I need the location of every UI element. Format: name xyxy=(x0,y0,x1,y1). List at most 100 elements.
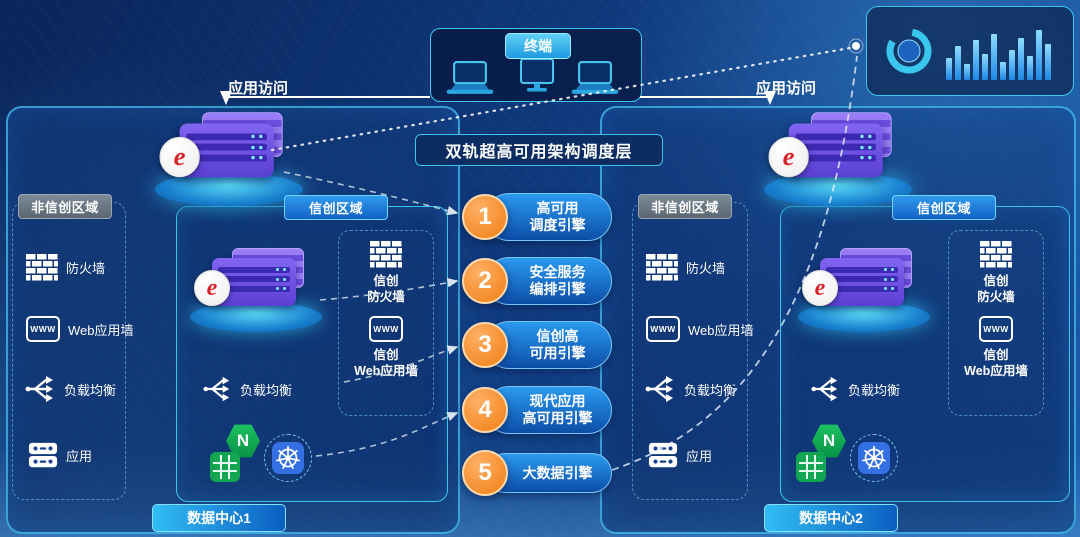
bar xyxy=(991,34,997,80)
dc1-xc-security-box: 信创 防火墙 WWW 信创 Web应用墙 xyxy=(338,230,434,416)
monitor-icon xyxy=(517,57,557,95)
engine-1-number: 1 xyxy=(462,194,508,240)
dc2-xc-waf-group: WWW 信创 Web应用墙 xyxy=(949,315,1043,380)
application-icon xyxy=(28,440,58,470)
terminal-label: 终端 xyxy=(505,33,571,59)
server-cluster: e xyxy=(764,110,912,209)
vendor-logo: e xyxy=(159,136,200,178)
load-balancer-icon xyxy=(644,373,676,405)
item-label: 应用 xyxy=(686,448,713,464)
bar xyxy=(973,40,979,80)
server-slot xyxy=(826,266,898,273)
dc2-waf-item: WWW Web应用墙 xyxy=(646,312,754,346)
dc2-xc-zone-badge: 信创区域 xyxy=(892,195,996,220)
item-label: 防火墙 xyxy=(66,260,106,276)
www-icon: WWW xyxy=(979,315,1013,342)
bar xyxy=(946,58,952,80)
bar xyxy=(1000,62,1006,80)
bar xyxy=(1009,50,1015,80)
bar xyxy=(1027,56,1033,80)
server-slot xyxy=(186,132,267,140)
engine-2-number: 2 xyxy=(462,258,508,304)
xc-server-cluster: e xyxy=(190,246,322,334)
platform-glow xyxy=(190,302,322,332)
engine-1: 1 高可用 调度引擎 xyxy=(462,193,612,241)
database-grid-icon xyxy=(796,452,826,482)
engine-4: 4 现代应用 高可用引擎 xyxy=(462,386,612,434)
item-label: 防火墙 xyxy=(686,260,726,276)
engine-5: 5 大数据引擎 xyxy=(462,450,612,496)
dc1-firewall-item: 防火墙 xyxy=(26,250,105,284)
platform-glow xyxy=(155,172,303,207)
www-icon: WWW xyxy=(369,315,403,342)
xc-firewall-label: 信创 防火墙 xyxy=(367,274,405,305)
nginx-icon: N xyxy=(226,424,260,458)
platform-glow xyxy=(764,172,912,207)
server-slot xyxy=(186,143,267,151)
firewall-icon xyxy=(980,241,1012,268)
item-label: 应用 xyxy=(66,448,93,464)
bar xyxy=(1018,38,1024,80)
vendor-logo: e xyxy=(768,136,809,178)
server-slot xyxy=(218,266,290,273)
dc2-xc-security-box: 信创 防火墙 WWW 信创 Web应用墙 xyxy=(948,230,1044,416)
dc1-xc-firewall-group: 信创 防火墙 xyxy=(339,241,433,306)
scheduling-layer-title: 双轨超高可用架构调度层 xyxy=(415,134,663,166)
kubernetes-icon xyxy=(858,442,890,474)
laptop-icon xyxy=(569,61,621,97)
server-slot xyxy=(826,276,898,282)
donut-chart-icon xyxy=(886,28,932,74)
laptop-icon xyxy=(444,61,496,97)
engine-4-number: 4 xyxy=(462,387,508,433)
vendor-logo: e xyxy=(802,270,838,306)
kubernetes-ring xyxy=(850,434,898,482)
dc1-xc-waf-group: WWW 信创 Web应用墙 xyxy=(339,315,433,380)
dc2-xc-loadbalancer-item: 负载均衡 xyxy=(810,372,900,406)
xc-waf-label: 信创 Web应用墙 xyxy=(964,347,1028,378)
bar xyxy=(955,46,961,80)
bar xyxy=(1036,30,1042,80)
item-label: 负载均衡 xyxy=(684,382,737,398)
kubernetes-ring xyxy=(264,434,312,482)
vendor-logo: e xyxy=(194,270,230,306)
server-slot xyxy=(218,285,290,292)
server-slot xyxy=(795,132,876,140)
bar xyxy=(982,54,988,80)
dc2-non-xc-zone-badge: 非信创区域 xyxy=(638,194,732,219)
engine-4-label: 现代应用 高可用引擎 xyxy=(485,386,612,434)
firewall-icon xyxy=(26,254,58,281)
dc2-app-item: 应用 xyxy=(648,438,712,472)
bar xyxy=(1045,44,1051,80)
app-access-right-label: 应用访问 xyxy=(756,80,817,97)
xc-firewall-label: 信创 防火墙 xyxy=(977,274,1015,305)
engine-3: 3 信创高 可用引擎 xyxy=(462,321,612,369)
bar-chart xyxy=(946,16,1064,80)
bar xyxy=(964,64,970,80)
load-balancer-icon xyxy=(202,374,232,404)
xc-server-cluster: e xyxy=(798,246,930,334)
dc2-footer-badge: 数据中心2 xyxy=(764,504,898,532)
dc1-loadbalancer-item: 负载均衡 xyxy=(24,372,116,406)
item-label: Web应用墙 xyxy=(68,322,134,338)
dc2-loadbalancer-item: 负载均衡 xyxy=(644,372,736,406)
server-slot xyxy=(826,285,898,292)
engine-2-label: 安全服务 编排引擎 xyxy=(485,257,612,305)
xc-waf-label: 信创 Web应用墙 xyxy=(354,347,418,378)
dc1-waf-item: WWW Web应用墙 xyxy=(26,312,134,346)
load-balancer-icon xyxy=(24,373,56,405)
dc1-xc-loadbalancer-item: 负载均衡 xyxy=(202,372,292,406)
engine-5-number: 5 xyxy=(462,450,508,496)
database-grid-icon xyxy=(210,452,240,482)
kubernetes-icon xyxy=(272,442,304,474)
www-icon: WWW xyxy=(646,316,680,342)
firewall-icon xyxy=(370,241,402,268)
app-access-left-label: 应用访问 xyxy=(228,80,289,97)
engine-2: 2 安全服务 编排引擎 xyxy=(462,257,612,305)
firewall-icon xyxy=(646,254,678,281)
item-label: 负载均衡 xyxy=(848,382,901,398)
dc1-non-xc-zone-badge: 非信创区域 xyxy=(18,194,112,219)
server-slot xyxy=(218,276,290,282)
item-label: Web应用墙 xyxy=(688,322,754,338)
platform-glow xyxy=(798,302,930,332)
